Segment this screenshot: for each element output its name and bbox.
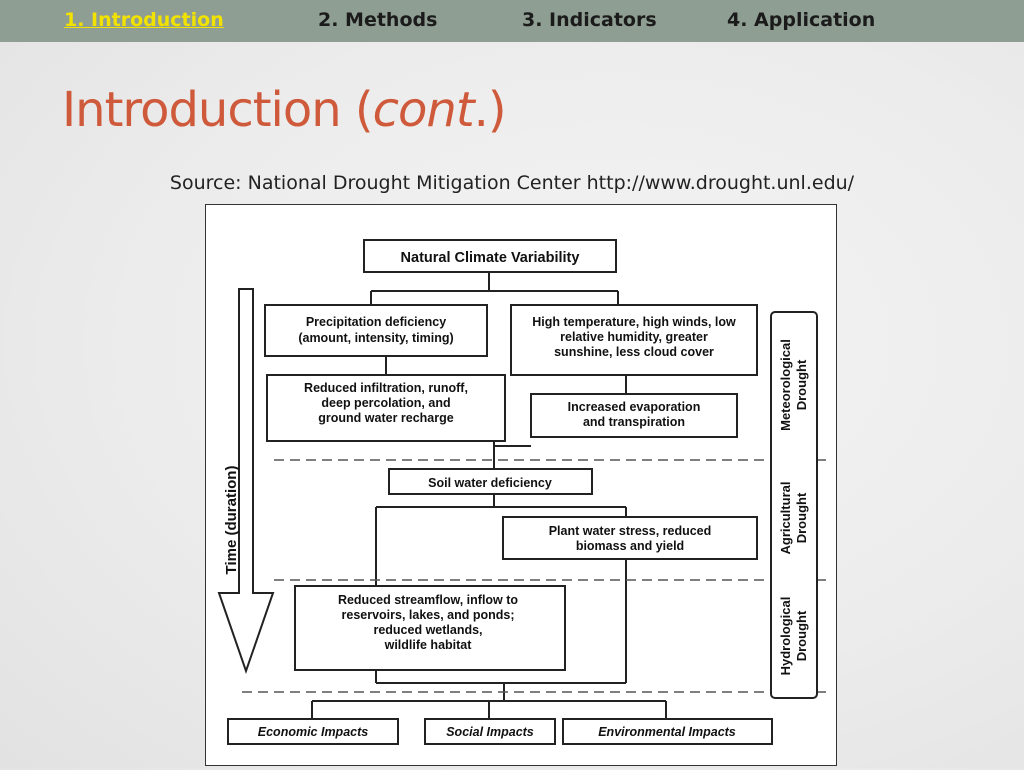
label-precip-2: (amount, intensity, timing) <box>298 331 453 345</box>
box-soil-water-deficiency <box>388 468 593 495</box>
box-environmental-impacts <box>562 718 773 745</box>
label-infiltration-2: deep percolation, and <box>321 396 450 410</box>
title-end: .) <box>473 82 507 138</box>
label-soil-water-deficiency: Soil water deficiency <box>428 476 552 490</box>
drought-stage-bar <box>770 311 818 699</box>
label-evaporation-1: Increased evaporation <box>568 400 701 414</box>
nav-item-application[interactable]: 4. Application <box>727 9 876 31</box>
box-reduced-infiltration <box>266 374 506 442</box>
nav-item-methods[interactable]: 2. Methods <box>318 9 438 31</box>
box-natural-climate-variability <box>363 239 617 273</box>
label-hydrological-1: Hydrological <box>778 597 793 676</box>
nav-item-indicators[interactable]: 3. Indicators <box>522 9 657 31</box>
drought-diagram: Time (duration) Natural Climate Variabil… <box>217 239 826 745</box>
label-streamflow-3: reduced wetlands, <box>373 623 482 637</box>
label-hightemp-2: relative humidity, greater <box>560 330 708 344</box>
box-social-impacts <box>424 718 556 745</box>
box-economic-impacts <box>227 718 399 745</box>
label-evaporation-2: and transpiration <box>583 415 685 429</box>
box-plant-water-stress <box>502 516 758 560</box>
label-natural-climate-variability: Natural Climate Variability <box>401 250 580 266</box>
label-hydrological-2: Drought <box>794 610 809 661</box>
nav-item-introduction[interactable]: 1. Introduction <box>64 9 224 31</box>
box-high-temperature <box>510 304 758 376</box>
title-italic: cont <box>372 82 475 138</box>
drought-diagram-figure: Time (duration) Natural Climate Variabil… <box>205 204 837 766</box>
label-economic-impacts: Economic Impacts <box>258 725 368 739</box>
label-streamflow-4: wildlife habitat <box>384 638 473 652</box>
time-arrow-icon <box>217 288 275 675</box>
source-caption: Source: National Drought Mitigation Cent… <box>169 172 855 194</box>
box-precipitation-deficiency <box>264 304 488 357</box>
time-label: Time (duration) <box>223 466 240 575</box>
label-hightemp-3: sunshine, less cloud cover <box>554 345 714 359</box>
top-nav-bar: 1. Introduction 2. Methods 3. Indicators… <box>0 0 1024 42</box>
label-social-impacts: Social Impacts <box>446 725 534 739</box>
label-infiltration-3: ground water recharge <box>318 411 453 425</box>
label-precip-1: Precipitation deficiency <box>306 315 446 329</box>
slide-title: Introduction (cont.) <box>62 82 507 138</box>
title-main: Introduction ( <box>62 82 374 138</box>
label-environmental-impacts: Environmental Impacts <box>598 725 736 739</box>
box-increased-evaporation <box>530 393 738 438</box>
box-reduced-streamflow <box>294 585 566 671</box>
label-meteorological-2: Drought <box>794 359 809 410</box>
label-meteorological-1: Meteorological <box>778 339 793 431</box>
label-hightemp-1: High temperature, high winds, low <box>532 315 736 329</box>
label-agricultural-2: Drought <box>794 492 809 543</box>
label-streamflow-2: reservoirs, lakes, and ponds; <box>342 608 515 622</box>
label-plant-1: Plant water stress, reduced <box>549 524 712 538</box>
label-streamflow-1: Reduced streamflow, inflow to <box>338 593 518 607</box>
label-plant-2: biomass and yield <box>576 539 684 553</box>
label-infiltration-1: Reduced infiltration, runoff, <box>304 381 468 395</box>
label-agricultural-1: Agricultural <box>778 482 793 555</box>
